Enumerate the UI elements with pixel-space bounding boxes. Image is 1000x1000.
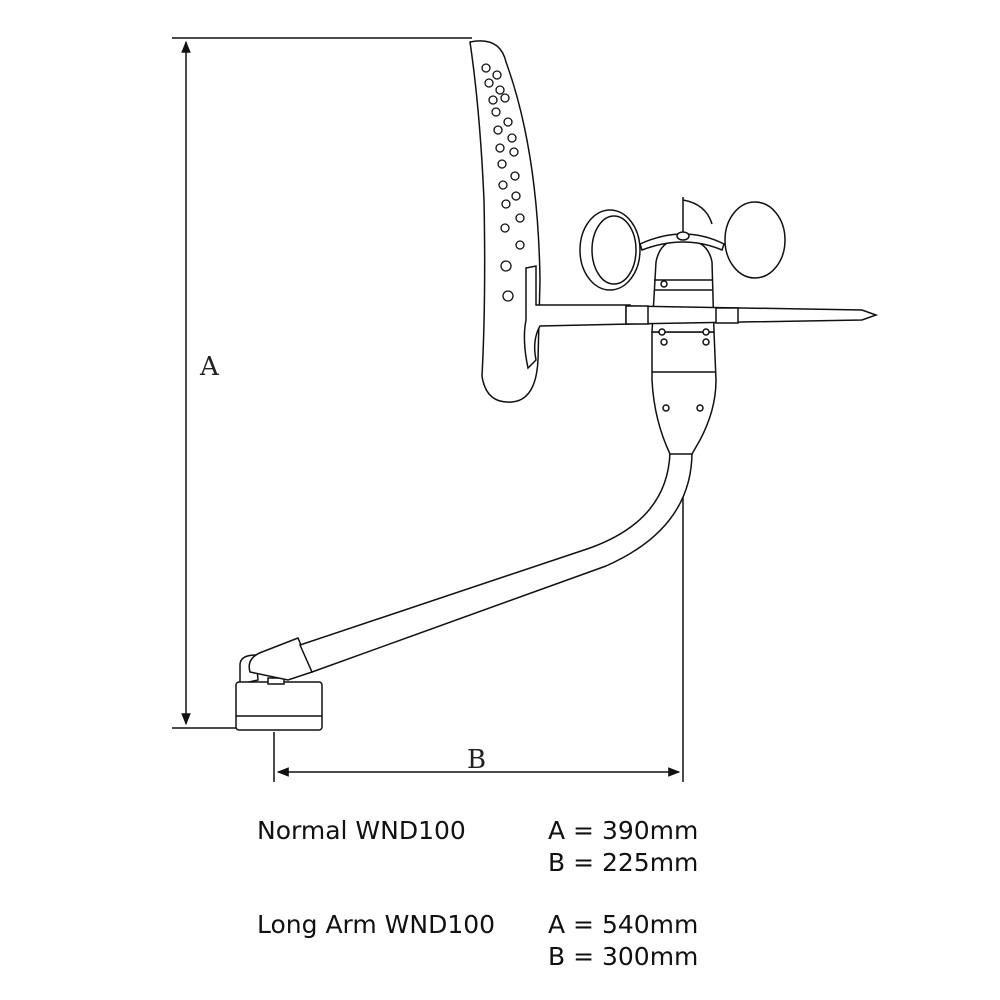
sensor-rod bbox=[625, 305, 879, 325]
dimension-b bbox=[273, 450, 684, 782]
spec-long-arm-b: B = 300mm bbox=[548, 942, 699, 971]
mounting-arm bbox=[248, 451, 693, 681]
dimension-a bbox=[172, 37, 472, 729]
spec-normal-name: Normal WND100 bbox=[257, 816, 466, 845]
anemometer-cups bbox=[579, 197, 786, 291]
vane-holes bbox=[481, 63, 525, 302]
spec-long-arm-a: A = 540mm bbox=[548, 910, 699, 939]
dimension-b-label: B bbox=[467, 745, 486, 775]
wind-vane bbox=[469, 40, 631, 403]
spec-long-arm-name: Long Arm WND100 bbox=[257, 910, 496, 939]
spec-normal-b: B = 225mm bbox=[548, 848, 699, 877]
dimension-a-label: A bbox=[199, 352, 220, 382]
sensor-body bbox=[651, 237, 717, 455]
spec-normal-a: A = 390mm bbox=[548, 816, 699, 845]
